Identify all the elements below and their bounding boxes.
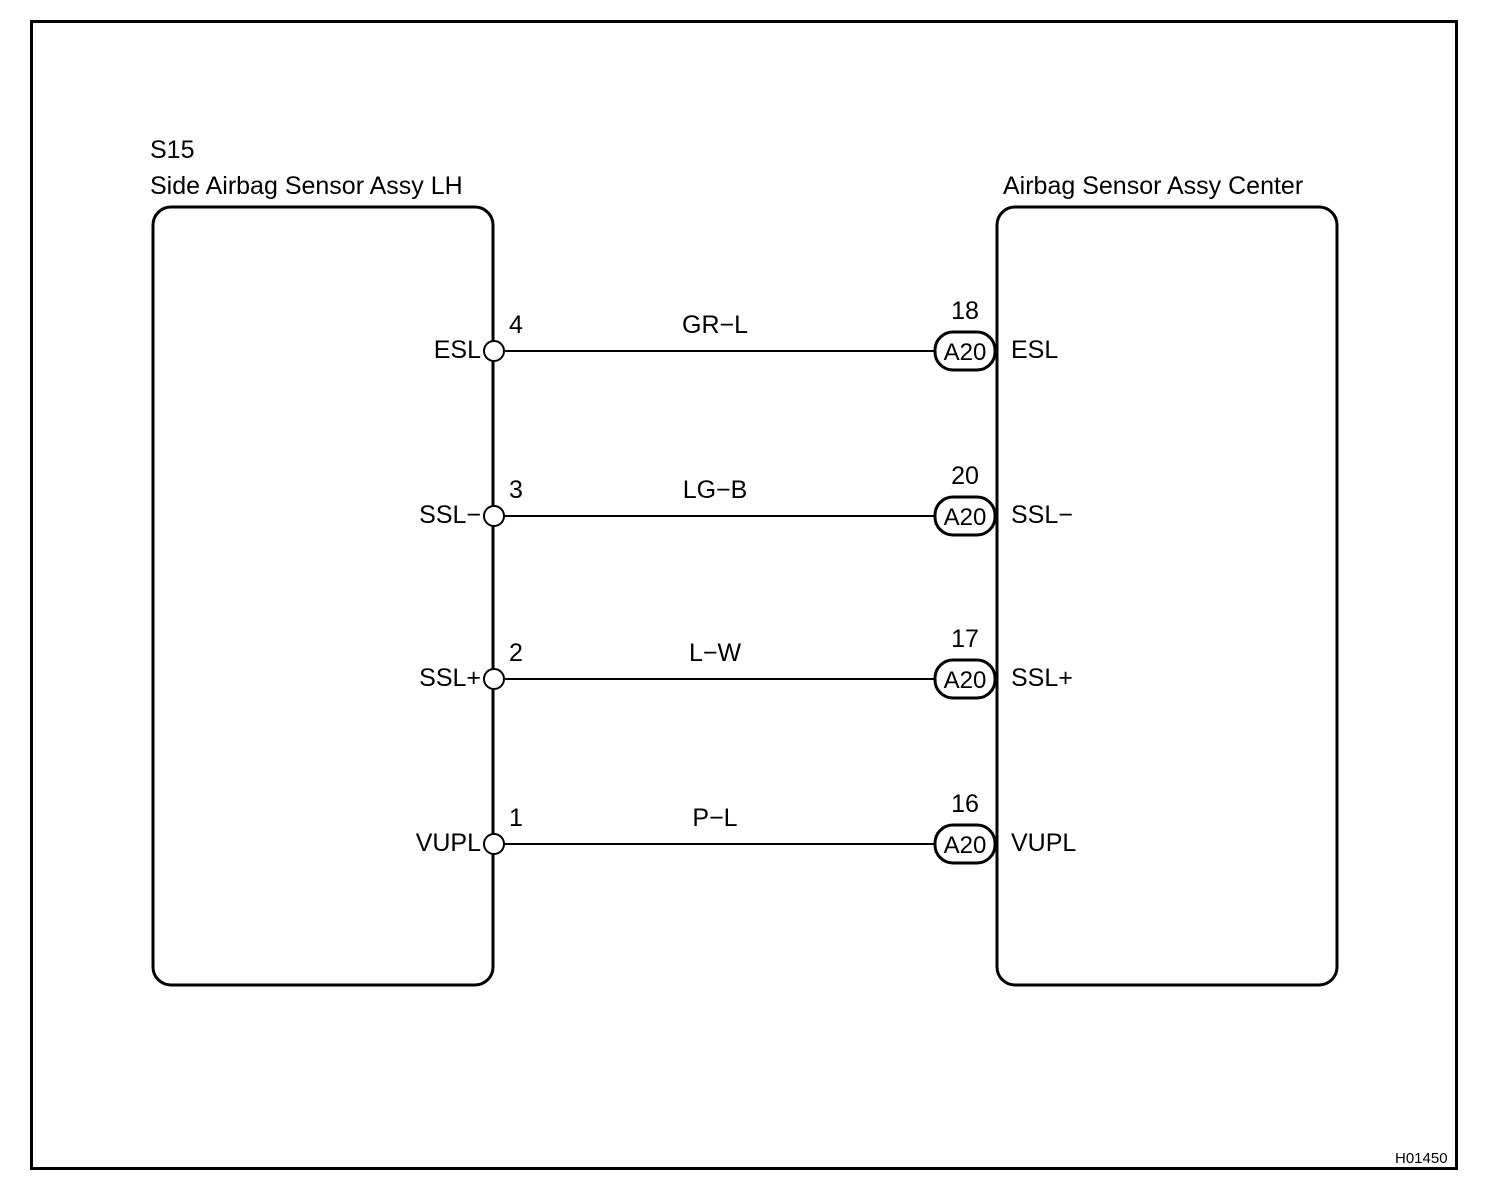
wire-color-label: LG−B	[682, 476, 748, 504]
left-pin-number: 2	[509, 639, 523, 667]
wire-color-label: P−L	[692, 804, 738, 832]
connector-pill	[933, 658, 997, 700]
left-pin-number: 4	[509, 311, 523, 339]
connector-code: A20	[944, 832, 987, 859]
left-signal-label: ESL	[433, 336, 481, 364]
right-component-box	[995, 205, 1339, 987]
right-pin-number: 16	[951, 790, 979, 818]
left-signal-label: VUPL	[415, 829, 481, 857]
connector-code: A20	[944, 339, 987, 366]
wire-color-label: L−W	[688, 639, 742, 667]
diagram-frame	[30, 20, 1458, 1170]
right-pin-number: 18	[951, 297, 979, 325]
connector-code: A20	[944, 504, 987, 531]
connector-pill	[933, 823, 997, 865]
left-terminal-circle	[483, 340, 505, 362]
right-pin-number: 17	[951, 625, 979, 653]
left-signal-label: SSL+	[419, 664, 481, 692]
connector-pill	[933, 330, 997, 372]
right-pin-number: 20	[951, 462, 979, 490]
right-signal-label: ESL	[1011, 336, 1059, 364]
connector-code: A20	[944, 667, 987, 694]
left-component-code: S15	[150, 136, 195, 164]
connector-pill	[933, 495, 997, 537]
left-signal-label: SSL−	[419, 501, 481, 529]
right-signal-label: SSL−	[1011, 501, 1073, 529]
left-component-box	[151, 205, 495, 987]
left-pin-number: 3	[509, 476, 523, 504]
right-component-name: Airbag Sensor Assy Center	[1003, 172, 1304, 200]
figure-code: H01450	[1395, 1150, 1448, 1167]
left-component-name: Side Airbag Sensor Assy LH	[150, 172, 463, 200]
wire-color-label: GR−L	[681, 311, 749, 339]
left-terminal-circle	[483, 668, 505, 690]
right-signal-label: VUPL	[1011, 829, 1077, 857]
right-signal-label: SSL+	[1011, 664, 1073, 692]
left-terminal-circle	[483, 505, 505, 527]
left-pin-number: 1	[509, 804, 523, 832]
left-terminal-circle	[483, 833, 505, 855]
